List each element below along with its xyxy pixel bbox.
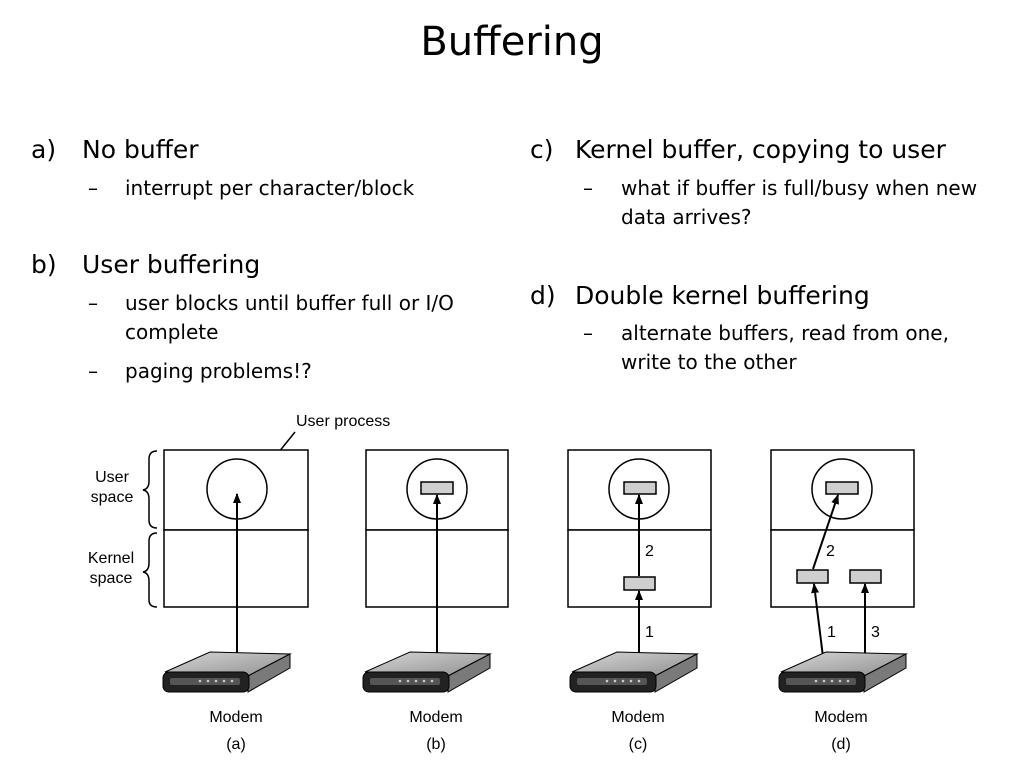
kernel-space-label-line-1: Kernel [88, 550, 134, 567]
dash-glyph: – [88, 359, 98, 383]
panel-c-step-2-label: 2 [645, 543, 654, 560]
panel-c-caption: (c) [629, 736, 648, 753]
bullet-d-marker: d) [530, 281, 556, 310]
bullet-a-text: No buffer [82, 135, 199, 164]
panel-d-caption: (d) [831, 736, 851, 753]
dash-glyph: – [583, 321, 593, 345]
bullet-a-sub-1-text: interrupt per character/block [125, 176, 415, 200]
panel-a: Modem (a) [162, 449, 309, 753]
panel-b-user-buffer [420, 481, 454, 495]
slide-title: Buffering [420, 19, 604, 65]
panel-c-kernel-buffer [623, 576, 656, 591]
bullet-c: c) Kernel buffer, copying to user [530, 135, 1010, 165]
bullet-c-marker: c) [530, 135, 554, 164]
bullet-b-sub-2-text: paging problems!? [125, 359, 312, 383]
bullet-c-text: Kernel buffer, copying to user [575, 135, 946, 164]
bullet-c-sub-1-text: what if buffer is full/busy when new dat… [621, 176, 978, 229]
dash-glyph: – [88, 176, 98, 200]
panel-d-step-3-label: 3 [871, 624, 880, 641]
panel-b-caption: (b) [426, 736, 446, 753]
panel-a-modem-label: Modem [209, 709, 262, 726]
bullet-b-text: User buffering [82, 250, 261, 279]
panel-c-step-1-label: 1 [645, 624, 654, 641]
panel-c-modem-label: Modem [611, 709, 664, 726]
modem-icon [162, 651, 292, 693]
modem-icon [569, 651, 699, 693]
modem-icon [778, 651, 908, 693]
bullet-d-sub-1-text: alternate buffers, read from one, write … [621, 321, 949, 374]
bullet-b-sub-1-text: user blocks until buffer full or I/O com… [125, 291, 454, 344]
user-space-label-line-2: space [91, 489, 134, 506]
bullet-b: b) User buffering [31, 250, 471, 280]
bullet-b-marker: b) [31, 250, 57, 279]
panel-d-step-1-label: 1 [827, 624, 836, 641]
dash-glyph: – [583, 176, 593, 200]
panel-a-caption: (a) [226, 736, 246, 753]
panel-d: 1 2 3 Modem (d) [770, 449, 915, 753]
panel-c: 1 2 Modem (c) [567, 449, 712, 753]
panel-b-modem-label: Modem [409, 709, 462, 726]
bullet-d-text: Double kernel buffering [575, 281, 870, 310]
user-space-label-line-1: User [95, 469, 129, 486]
panel-d-kernel-space [770, 529, 915, 608]
bullet-d: d) Double kernel buffering [530, 281, 1010, 311]
panel-d-modem-label: Modem [814, 709, 867, 726]
user-process-label: User process [296, 413, 390, 430]
dash-glyph: – [88, 291, 98, 315]
panel-b: Modem (b) [362, 449, 509, 753]
panel-d-user-buffer [825, 481, 859, 495]
kernel-space-brace [142, 532, 158, 608]
kernel-space-label-line-2: space [90, 570, 133, 587]
panel-c-user-buffer [623, 481, 657, 495]
bullet-a: a) No buffer [31, 135, 471, 165]
user-space-brace [142, 450, 158, 529]
panel-d-kernel-buffer-2 [849, 569, 882, 584]
panel-d-arrow-2 [812, 494, 839, 570]
panel-d-kernel-buffer-1 [796, 569, 829, 584]
modem-icon [362, 651, 492, 693]
panel-d-arrow-1 [811, 583, 824, 658]
bullet-a-marker: a) [31, 135, 57, 164]
panel-d-step-2-label: 2 [826, 543, 835, 560]
